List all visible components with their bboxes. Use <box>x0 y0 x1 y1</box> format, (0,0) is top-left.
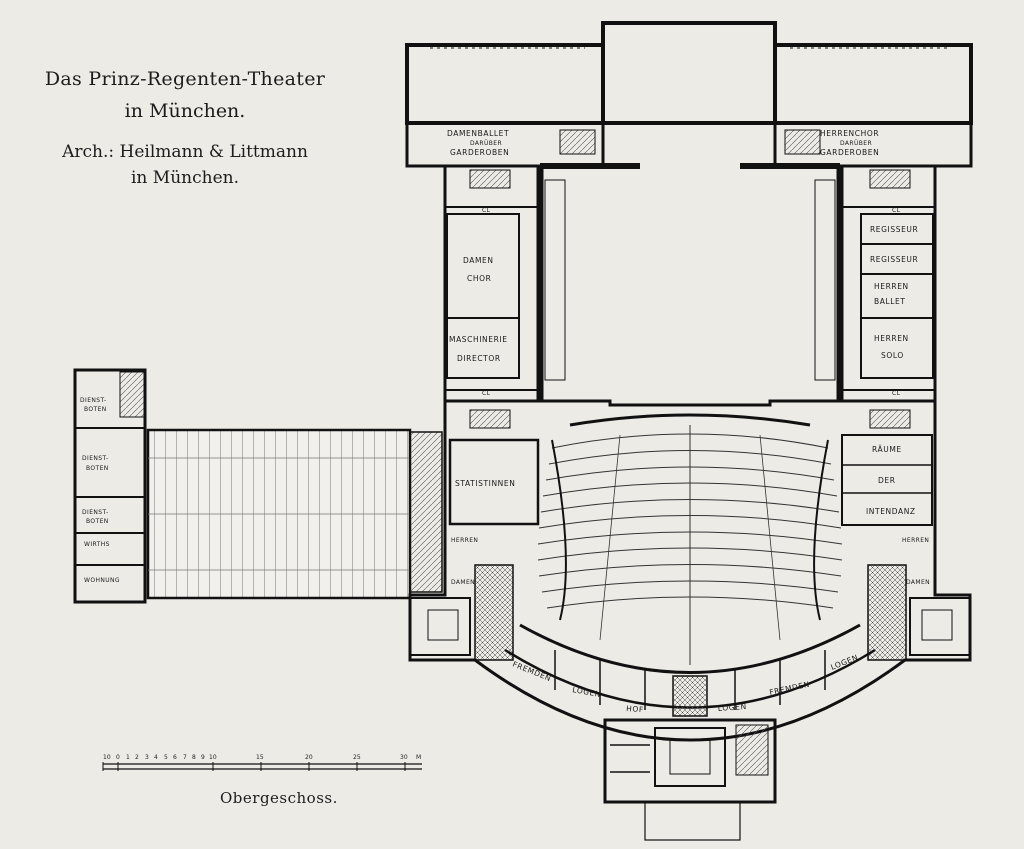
label-logen-right: LOGEN <box>829 653 859 672</box>
label-herren-left: HERREN <box>451 537 478 544</box>
scale-label-10-left: 10 <box>103 754 111 761</box>
label-logen-left: LOGEN <box>572 685 602 699</box>
scale-bar: 10 0 1 2 3 4 5 6 7 8 9 10 15 20 25 30 M <box>102 754 422 771</box>
plan-title-city: in München. <box>124 100 246 122</box>
label-boten-3: BOTEN <box>86 518 109 525</box>
label-damenballet: DAMENBALLET <box>447 129 509 138</box>
label-dienst-1: DIENST- <box>80 397 107 404</box>
entrance-porch <box>603 718 777 841</box>
label-dienst-3: DIENST- <box>82 509 109 516</box>
scale-label-25: 25 <box>353 754 361 761</box>
label-intendanz: INTENDANZ <box>866 507 916 516</box>
label-wohnung: WOHNUNG <box>84 577 120 584</box>
label-garderoben-right: GARDEROBEN <box>820 148 879 157</box>
label-dienst-2: DIENST- <box>82 455 109 462</box>
label-statistinnen: STATISTINNEN <box>455 479 515 488</box>
label-solo: SOLO <box>881 351 904 360</box>
room-labels: DAMENBALLET DARÜBER GARDEROBEN HERRENCHO… <box>80 129 930 714</box>
label-boten-1: BOTEN <box>84 406 107 413</box>
label-logen-center: LOGEN <box>718 702 748 713</box>
label-cl-right-bottom: CL <box>892 390 901 397</box>
label-darueber-left: DARÜBER <box>470 140 502 147</box>
label-damen-left: DAMEN <box>451 579 475 586</box>
scale-label-5: 5 <box>164 754 168 761</box>
label-herren-ballet-1: HERREN <box>874 282 909 291</box>
label-herrenchor: HERRENCHOR <box>820 129 879 138</box>
label-regisseur-2: REGISSEUR <box>870 255 918 264</box>
scale-unit: M <box>416 754 421 761</box>
label-ballet: BALLET <box>874 297 906 306</box>
label-damen-right: DAMEN <box>906 579 930 586</box>
label-damen: DAMEN <box>463 256 494 265</box>
architect-city: in München. <box>131 168 239 188</box>
label-wirths: WIRTHS <box>84 541 110 548</box>
floor-caption: Obergeschoss. <box>220 789 338 807</box>
label-herren-solo-1: HERREN <box>874 334 909 343</box>
label-cl-left-top: CL <box>482 207 491 214</box>
label-garderoben-left: GARDEROBEN <box>450 148 509 157</box>
label-fremden-left: FREMDEN <box>511 660 552 684</box>
label-raeume: RÄUME <box>872 445 902 454</box>
connecting-hall <box>146 428 443 600</box>
plan-title: Das Prinz-Regenten-Theater <box>44 68 326 90</box>
label-der: DER <box>878 476 896 485</box>
scale-label-20: 20 <box>305 754 313 761</box>
scale-label-3: 3 <box>145 754 149 761</box>
label-chor: CHOR <box>467 274 491 283</box>
label-fremden-right: FREMDEN <box>769 680 811 697</box>
label-cl-left-bottom: CL <box>482 390 491 397</box>
side-blocks <box>443 164 937 429</box>
architect-credit: Arch.: Heilmann & Littmann <box>62 142 308 162</box>
scale-label-0: 0 <box>116 754 120 761</box>
label-maschinerie: MASCHINERIE <box>449 335 508 344</box>
scale-label-7: 7 <box>183 754 187 761</box>
left-annex <box>73 368 147 604</box>
label-director: DIRECTOR <box>457 354 501 363</box>
scale-label-6: 6 <box>173 754 177 761</box>
label-regisseur-1: REGISSEUR <box>870 225 918 234</box>
scale-label-4: 4 <box>154 754 158 761</box>
label-cl-right-top: CL <box>892 207 901 214</box>
label-darueber-right: DARÜBER <box>840 140 872 147</box>
scale-label-9: 9 <box>201 754 205 761</box>
scale-label-15: 15 <box>256 754 264 761</box>
scale-label-30: 30 <box>400 754 408 761</box>
label-boten-2: BOTEN <box>86 465 109 472</box>
scale-label-2: 2 <box>135 754 139 761</box>
scale-label-1: 1 <box>126 754 130 761</box>
label-hof: HOF <box>626 704 644 714</box>
label-herren-right: HERREN <box>902 537 929 544</box>
scale-label-8: 8 <box>192 754 196 761</box>
seating-fan <box>504 413 876 717</box>
scale-label-10: 10 <box>209 754 217 761</box>
